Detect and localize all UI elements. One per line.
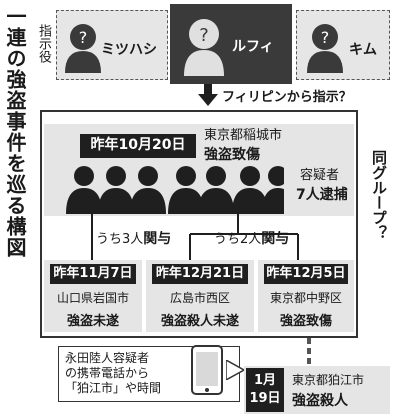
involvement-left-suffix: 関与 bbox=[143, 231, 172, 247]
final-case-date-day: 19日 bbox=[249, 391, 281, 406]
final-case-place: 東京都狛江市 bbox=[292, 373, 365, 387]
smartphone-icon bbox=[191, 345, 223, 395]
leader-center-box: ? ルフィ bbox=[170, 4, 292, 84]
link-connector bbox=[307, 338, 311, 368]
leader-left-name: ミツハシ bbox=[101, 42, 157, 58]
svg-text:?: ? bbox=[199, 25, 209, 46]
commander-label: 指示役 bbox=[36, 24, 51, 63]
main-case-date: 昨年10月20日 bbox=[80, 134, 196, 158]
involvement-right: うち2人関与 bbox=[214, 228, 289, 248]
leader-right-box: ? キム bbox=[296, 10, 390, 80]
suspects-line2: 7人逮捕 bbox=[296, 187, 348, 203]
diagram-title: 一連の強盗事件を巡る構図 bbox=[3, 6, 27, 258]
instruction-arrow-icon bbox=[198, 84, 218, 106]
suspects-group-icon bbox=[66, 166, 284, 214]
person-unknown-icon: ? bbox=[184, 19, 224, 76]
callout-line3: 「狛江市」や時間 bbox=[65, 381, 162, 395]
leader-left-box: ? ミツハシ bbox=[56, 10, 168, 80]
involvement-right-prefix: うち2人 bbox=[214, 232, 262, 247]
sub-case-2: 昨年12月21日 広島市西区 強盗殺人未遂 bbox=[146, 260, 254, 332]
sub-case-3-crime: 強盗致傷 bbox=[279, 314, 332, 329]
sub-case-1-crime: 強盗未遂 bbox=[66, 314, 119, 329]
sub-case-3-place: 東京都中野区 bbox=[269, 291, 342, 305]
same-group-label: 同グループ？ bbox=[370, 150, 388, 240]
final-case-crime: 強盗殺人 bbox=[292, 393, 348, 409]
leader-right-name: キム bbox=[349, 42, 377, 58]
involvement-left-prefix: うち3人 bbox=[96, 232, 144, 247]
involvement-connectors bbox=[91, 214, 299, 260]
svg-text:?: ? bbox=[321, 28, 330, 47]
person-unknown-icon: ? bbox=[65, 24, 101, 73]
instruction-label: フィリピンから指示？ bbox=[222, 90, 352, 105]
sub-case-3-date: 昨年12月5日 bbox=[264, 264, 348, 284]
sub-case-2-place: 広島市西区 bbox=[169, 291, 230, 305]
sub-case-1-date: 昨年11月7日 bbox=[50, 264, 136, 284]
sub-case-2-date: 昨年12月21日 bbox=[152, 264, 248, 284]
final-case-date: 1月 19日 bbox=[246, 368, 284, 412]
callout-line2: の携帯電話から bbox=[65, 366, 150, 380]
sub-case-2-crime: 強盗殺人未遂 bbox=[160, 314, 239, 329]
sub-case-3: 昨年12月5日 東京都中野区 強盗致傷 bbox=[258, 260, 354, 332]
svg-text:?: ? bbox=[79, 28, 88, 47]
involvement-left: うち3人関与 bbox=[96, 228, 171, 248]
leader-center-name: ルフィ bbox=[232, 39, 274, 55]
main-case-place: 東京都稲城市 bbox=[204, 128, 283, 143]
callout-line1: 永田陸人容疑者 bbox=[65, 351, 150, 365]
sub-case-1: 昨年11月7日 山口県岩国市 強盗未遂 bbox=[44, 260, 142, 332]
sub-case-1-place: 山口県岩国市 bbox=[56, 291, 129, 305]
person-unknown-icon: ? bbox=[307, 24, 343, 73]
involvement-right-suffix: 関与 bbox=[261, 231, 290, 247]
callout-pointer bbox=[226, 360, 244, 380]
suspects-line1: 容疑者 bbox=[300, 168, 340, 183]
final-case-date-month: 1月 bbox=[253, 373, 277, 388]
main-case-crime: 強盗致傷 bbox=[204, 147, 260, 163]
